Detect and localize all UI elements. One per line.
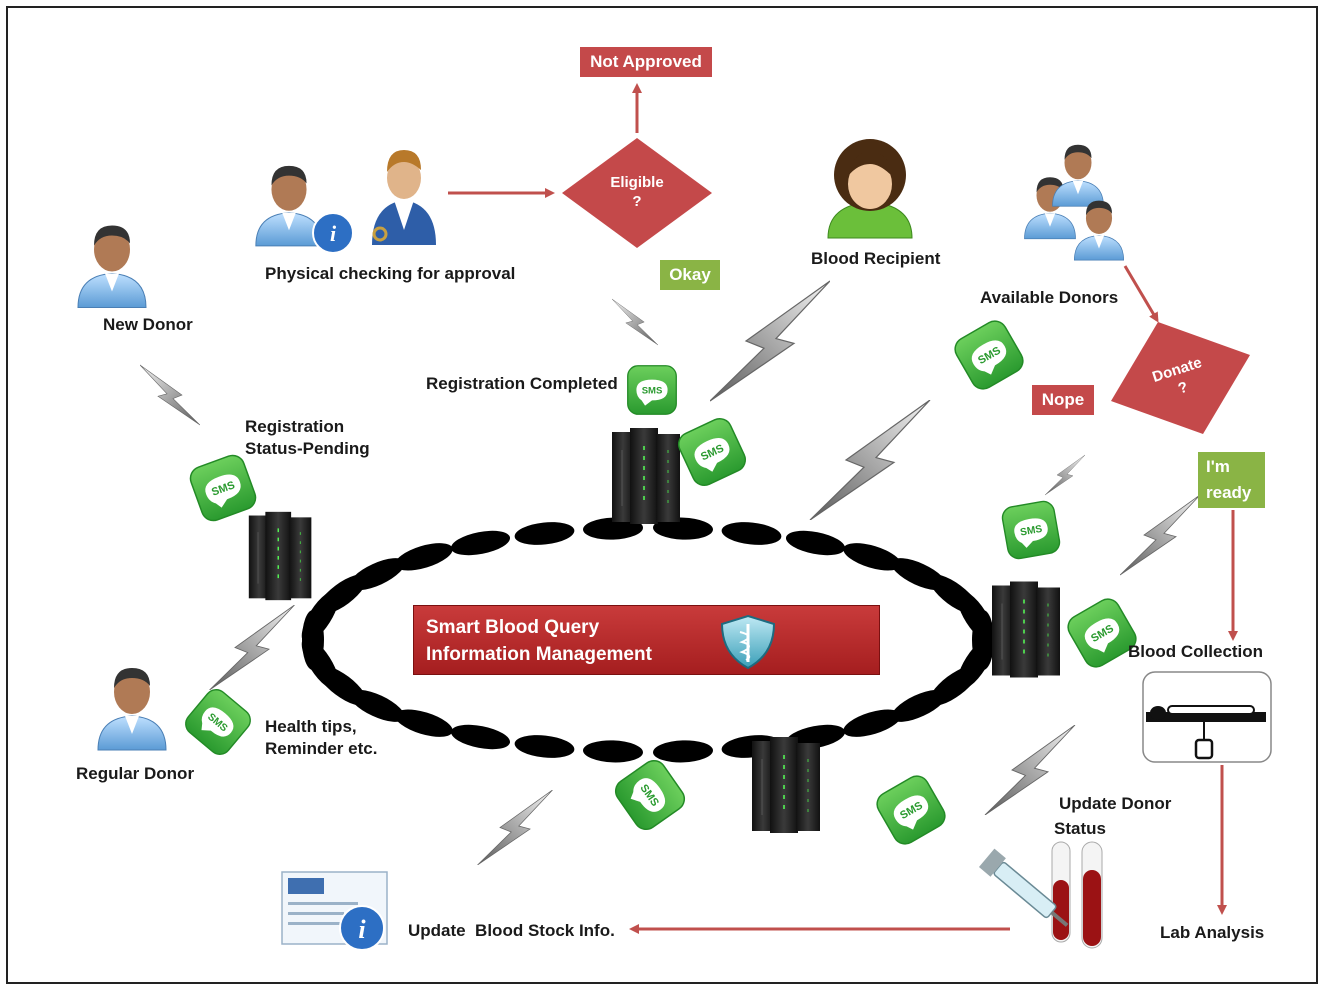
syringe-icon — [978, 848, 1069, 927]
update-donor-status-line-2: Status — [1054, 819, 1106, 838]
ring-link — [891, 689, 947, 722]
registration-pending-line-1: Registration — [245, 417, 345, 436]
sms-bubble-icon — [950, 316, 1028, 394]
sms-bubble-icon — [180, 684, 256, 760]
ring-link — [394, 543, 453, 571]
ring-link — [450, 530, 511, 556]
new-donor-person-icon — [77, 224, 147, 309]
network-ring — [301, 517, 995, 763]
health-tips-line-1: Health tips, — [265, 717, 357, 736]
donor-person-icon — [1051, 144, 1105, 207]
sms-bubble-icon — [872, 771, 950, 849]
diagram-frame — [6, 6, 1318, 984]
server-icon — [612, 427, 681, 525]
available-donors-group-icon — [1023, 144, 1125, 261]
lab-samples-icon — [978, 841, 1103, 949]
donate-decision-diamond — [1111, 322, 1250, 434]
ring-link — [514, 735, 575, 758]
eligible-decision-label: Eligible ? — [597, 173, 677, 211]
banner-line-1: Smart Blood Query — [426, 617, 600, 638]
ring-link — [349, 558, 405, 591]
health-tips-line-2: Reminder etc. — [265, 739, 378, 758]
registration-pending-label: Registration Status-Pending — [245, 416, 370, 460]
lightning-icon — [209, 605, 295, 690]
banner-title: Smart Blood Query Information Management — [426, 614, 652, 668]
sms-bubble-icon — [999, 498, 1063, 562]
server-icon — [992, 580, 1061, 679]
ring-link — [583, 517, 643, 540]
eligible-decision-diamond — [562, 138, 712, 248]
donor-person-icon — [1073, 200, 1125, 261]
im-ready-line-1: I'm — [1206, 457, 1230, 476]
smart-blood-query-banner: Smart Blood Query Information Management — [413, 605, 880, 675]
im-ready-line-2: ready — [1206, 483, 1252, 502]
sms-bubble-icon — [674, 414, 750, 490]
lab-analysis-label: Lab Analysis — [1160, 923, 1265, 942]
registration-pending-line-2: Status-Pending — [245, 439, 370, 458]
lightning-icon — [809, 400, 931, 520]
im-ready-tag: I'm ready — [1198, 452, 1265, 508]
test-tube-icon — [1081, 841, 1103, 949]
lightning-icon — [612, 298, 658, 346]
server-icon — [248, 511, 313, 601]
lightning-icon — [710, 280, 830, 402]
health-tips-label: Health tips, Reminder etc. — [265, 716, 377, 760]
lightning-icon — [140, 364, 200, 426]
available-donors-label: Available Donors — [980, 288, 1119, 307]
people: i — [77, 139, 1125, 751]
arrow-donors-to-donate — [1123, 265, 1159, 323]
svg-text:i: i — [330, 221, 337, 246]
ring-link — [653, 517, 713, 540]
doctor-icon — [372, 150, 436, 245]
okay-tag: Okay — [660, 260, 720, 290]
blood-collection-icon — [1142, 671, 1272, 763]
svg-text:i: i — [358, 915, 366, 944]
sms-bubble-icon — [186, 451, 260, 525]
test-tube-icon — [1051, 841, 1071, 943]
ring-link — [514, 522, 575, 545]
lightning-icon — [476, 790, 554, 865]
regular-donor-person-icon — [97, 667, 167, 751]
regular-donor-label: Regular Donor — [76, 764, 195, 783]
sms-bubble-icon — [610, 755, 690, 835]
new-donor-label: New Donor — [103, 315, 193, 334]
server-icon — [752, 736, 821, 834]
blood-recipient-person-icon — [827, 139, 913, 239]
eligible-line-1: Eligible — [610, 174, 664, 191]
sms-bubble-icon — [626, 364, 678, 416]
sms-bubbles — [180, 316, 1141, 849]
ring-link — [653, 740, 713, 763]
not-approved-tag: Not Approved — [580, 47, 712, 77]
ring-link — [785, 530, 846, 556]
registration-completed-label: Registration Completed — [426, 374, 618, 393]
ring-link — [450, 724, 511, 750]
ring-link — [583, 740, 643, 763]
ring-link — [957, 590, 995, 643]
lightning-icon — [1120, 494, 1200, 576]
medical-shield-icon — [720, 614, 776, 670]
blood-recipient-label: Blood Recipient — [811, 249, 941, 268]
lightning-icon — [1045, 454, 1085, 496]
physical-checking-label: Physical checking for approval — [265, 264, 516, 283]
document-info-icon: i — [281, 871, 388, 951]
ring-link — [843, 543, 902, 571]
blood-collection-label: Blood Collection — [1128, 642, 1264, 661]
ring-link — [843, 709, 902, 737]
flow-arrows — [448, 83, 1238, 934]
update-donor-status-line-1: Update Donor — [1059, 794, 1172, 813]
update-donor-status-label: Update Donor Status — [1054, 793, 1171, 840]
update-blood-stock-label: Update Blood Stock Info. — [408, 921, 615, 940]
nope-tag: Nope — [1032, 385, 1094, 415]
ring-link — [721, 522, 782, 545]
eligible-line-2: ? — [632, 193, 642, 210]
banner-line-2: Information Management — [426, 644, 652, 665]
info-icon: i — [312, 212, 354, 254]
ring-link — [394, 709, 453, 737]
